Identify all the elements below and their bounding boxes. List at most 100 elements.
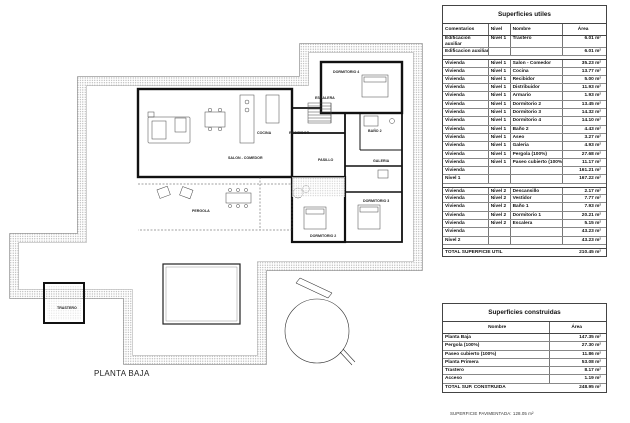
cell-comentario: Vivienda	[443, 67, 489, 75]
cell-nivel: Nivel 1	[489, 109, 511, 117]
cell-comentario: Vivienda	[443, 92, 489, 100]
cell-area: 11.17 m²	[582, 159, 601, 165]
cell-area: 3.27 m²	[584, 134, 601, 140]
table-row: Pergola (100%) 27.30 m²	[443, 342, 606, 351]
cell-comentario: Vivienda	[443, 125, 489, 133]
cell-nombre: Vestidor	[511, 195, 564, 203]
header-comentarios: Comentarios	[443, 24, 489, 35]
construidas-total-row: TOTAL SUP. CONSTRUIDA 248.95 m²	[443, 384, 606, 392]
cell-nombre: Aseo	[511, 133, 564, 142]
cell-comentario: Vivienda	[443, 117, 489, 125]
cell-nivel: Nivel 1	[489, 84, 511, 92]
cell-area: 43.23 m²	[581, 229, 601, 235]
room-label-bano2: BAÑO 2	[368, 128, 382, 133]
utiles-header: Comentarios Nivel Nombre Área	[443, 24, 606, 36]
room-label-galeria: GALERIA	[373, 159, 390, 163]
utiles-total-row: TOTAL SUPERFICIE UTIL 210.45 m²	[443, 247, 606, 256]
floor-plan-drawing: DORMITORIO 4 COCINA RECIBIDOR ESCALERA B…	[9, 43, 423, 366]
cell-nivel: Nivel 2	[489, 219, 511, 228]
house-walls	[136, 60, 404, 244]
cell-nombre	[511, 228, 564, 236]
room-label-pergola: PERGOLA	[192, 209, 210, 213]
room-label-escalera: ESCALERA	[315, 96, 335, 100]
utiles-table: Superficies utiles Comentarios Nivel Nom…	[442, 5, 607, 258]
cell-nivel: Nivel 1	[489, 142, 511, 150]
room-label-pasillo: PASILLO	[318, 158, 334, 162]
cell-area: 11.93 m²	[582, 85, 601, 91]
cell-nombre: Acceso	[443, 375, 551, 383]
cell-comentario: Edificacion auxiliar	[445, 48, 489, 56]
header-area: Área	[577, 27, 589, 32]
cell-area: 2.17 m²	[584, 188, 601, 194]
cell-nombre: Baño 1	[511, 203, 564, 211]
cell-area: 161.21 m²	[579, 168, 601, 174]
terrace-outline	[9, 43, 423, 365]
cell-nombre: Trastero	[443, 367, 551, 375]
cell-nivel: Nivel 1	[489, 125, 511, 133]
cell-nombre: Trastero	[511, 36, 564, 47]
utiles-total-area: 210.45 m²	[579, 249, 601, 255]
table-row: Paseo cubierto (100%)11.86 m²	[443, 350, 606, 359]
trastero-building	[43, 282, 85, 324]
cell-comentario: Vivienda	[443, 158, 489, 167]
cell-area: 4.43 m²	[584, 126, 601, 132]
cell-comentario: Vivienda	[443, 75, 489, 84]
cell-nivel	[489, 175, 511, 183]
cell-nombre: Pergola (100%)	[511, 150, 564, 158]
cell-comentario: Vivienda	[443, 60, 489, 67]
room-label-dormitorio4: DORMITORIO 4	[333, 70, 359, 74]
room-label-recibidor: RECIBIDOR	[289, 131, 310, 135]
cell-area: 14.10 m²	[581, 118, 601, 124]
cell-comentario: Vivienda	[443, 84, 489, 92]
cell-comentario: Vivienda	[443, 195, 489, 203]
cell-comentario: Vivienda	[443, 167, 489, 175]
cell-comentario: Vivienda	[443, 133, 489, 142]
cell-area: 1.93 m²	[584, 93, 601, 99]
cell-area: 53.08 m²	[581, 359, 601, 365]
cell-nivel: Nivel 1	[489, 150, 511, 158]
table-row: Vivienda 161.21 m²	[443, 167, 606, 176]
cell-nombre	[511, 236, 564, 244]
cell-nombre: Pergola (100%)	[443, 342, 551, 350]
cell-area: 5.15 m²	[584, 220, 601, 226]
cell-area: 14.32 m²	[581, 110, 601, 116]
cell-nombre: Galeria	[511, 142, 564, 150]
room-label-dormitorio3: DORMITORIO 3	[363, 199, 389, 203]
cell-nombre: Recibidor	[511, 75, 564, 84]
cell-nivel: Nivel 1	[489, 117, 511, 125]
header-nombre: Nombre	[443, 322, 551, 333]
cell-area: 4.93 m²	[584, 143, 601, 149]
cell-nivel	[489, 167, 511, 175]
cell-nivel	[489, 228, 511, 236]
cell-nombre: Dormitorio 4	[511, 117, 564, 125]
cell-area: 43.23 m²	[581, 237, 601, 243]
cell-area: 27.30 m²	[581, 343, 601, 349]
pool	[162, 263, 241, 325]
cell-area: 7.93 m²	[584, 204, 601, 210]
room-label-salon: SALON - COMEDOR	[228, 156, 263, 160]
cell-area: 6.01 m²	[584, 36, 601, 41]
cell-area: 5.00 m²	[584, 76, 601, 82]
construidas-total-label: TOTAL SUP. CONSTRUIDA	[445, 384, 506, 390]
cell-nombre: Dormitorio 2	[511, 100, 564, 109]
construidas-table: Superficies construidas Nombre Área Plan…	[442, 303, 607, 394]
header-area: Área	[571, 325, 582, 330]
cell-nombre: Dormitorio 1	[511, 211, 564, 219]
